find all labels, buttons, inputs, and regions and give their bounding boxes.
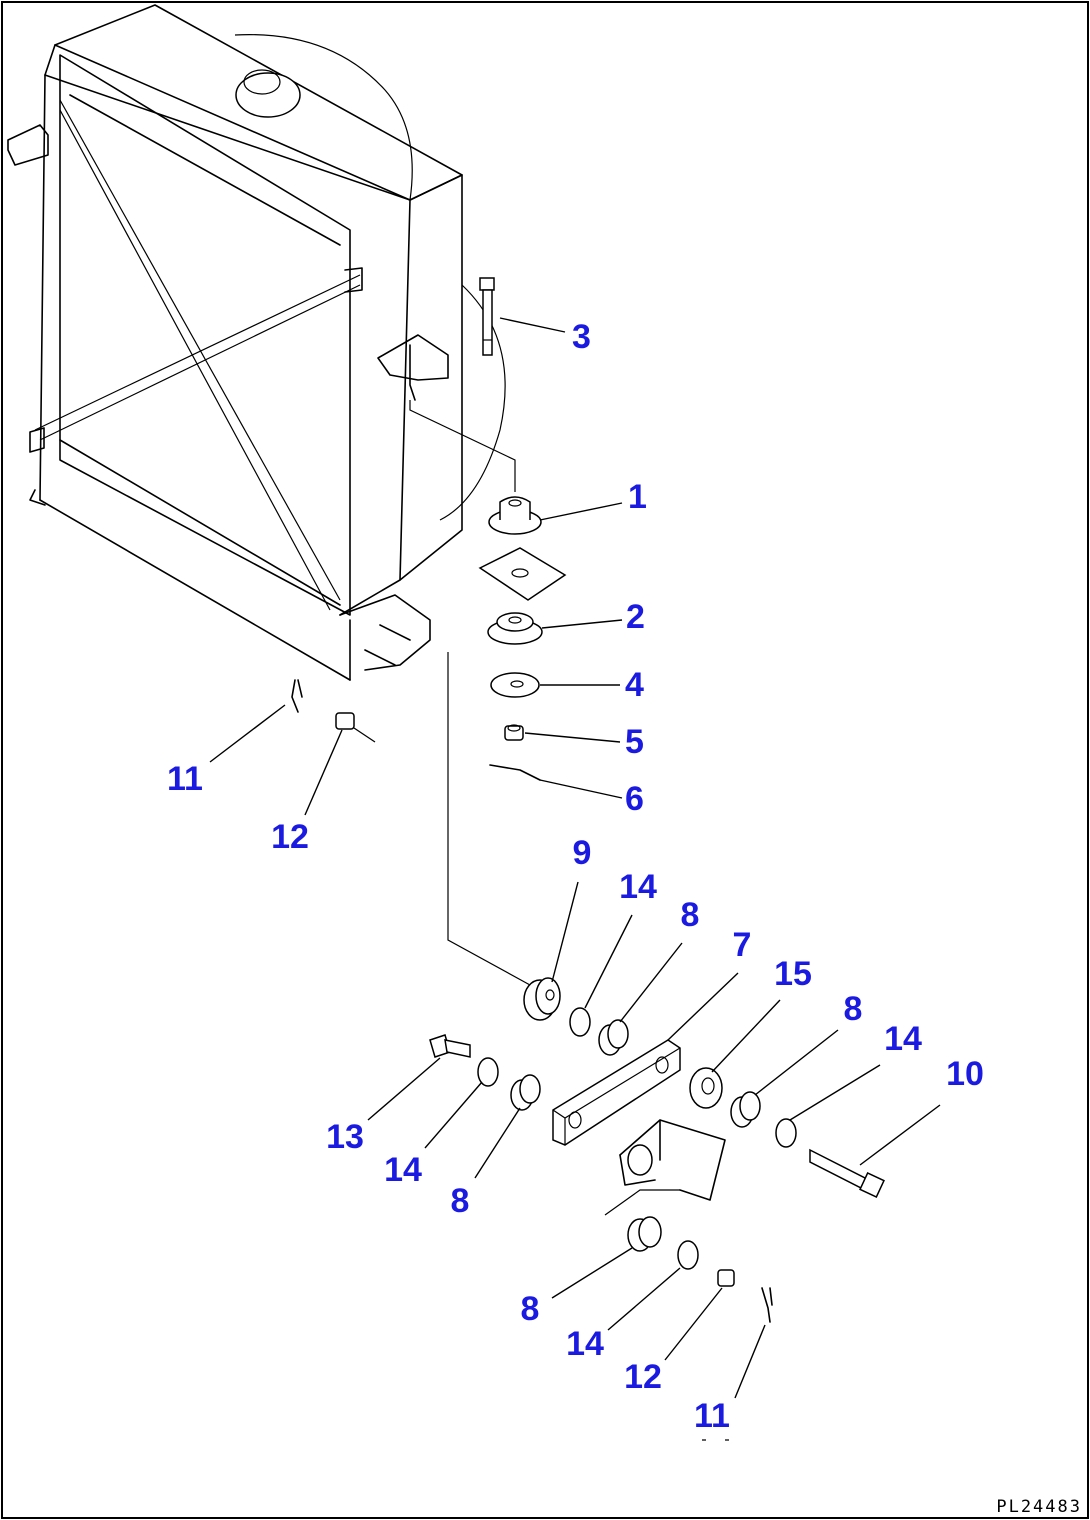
callout-label: 14 — [384, 1151, 422, 1189]
callout-label: 14 — [884, 1020, 922, 1058]
part-8-bushing-b — [730, 1091, 761, 1128]
callout-label: 8 — [451, 1182, 470, 1220]
callout-label: 7 — [733, 926, 752, 964]
part-9-cushion — [523, 977, 561, 1021]
callout-label: 14 — [566, 1325, 604, 1363]
part-8-bushing-c — [510, 1074, 541, 1111]
callout-label: 14 — [619, 868, 657, 906]
callout-numbers: 1 2 3 4 5 6 11 12 9 14 8 7 15 8 14 10 13… — [167, 318, 984, 1435]
part-10-bolt — [809, 1148, 885, 1198]
callout-label: 3 — [572, 318, 591, 356]
part-13-bolt — [429, 1034, 471, 1058]
part-12-nut-lower — [717, 1269, 735, 1287]
part-11-cotter-pin-upper — [291, 679, 303, 713]
part-6-cotter-pin — [489, 764, 541, 781]
callout-label: 11 — [167, 760, 203, 798]
radiator-assembly — [7, 4, 506, 681]
callout-label: 15 — [774, 955, 812, 993]
part-7-link — [552, 1039, 681, 1146]
callout-label: 8 — [521, 1290, 540, 1328]
callout-label: 6 — [625, 780, 644, 818]
leader-lines — [209, 317, 941, 1399]
callout-label: 9 — [573, 834, 592, 872]
callout-label: 13 — [326, 1118, 364, 1156]
filler-cap — [235, 72, 301, 118]
part-14-washer-c — [477, 1057, 499, 1087]
part-8-bushing-a — [598, 1019, 629, 1056]
callout-label: 8 — [681, 896, 700, 934]
callout-label: 1 — [628, 478, 647, 516]
callout-label: 5 — [625, 723, 644, 761]
callout-label: 2 — [626, 598, 645, 636]
part-11-cotter-pin-lower — [761, 1287, 773, 1323]
drawing-code: PL24483 — [996, 1497, 1082, 1517]
part-12-nut-upper — [335, 712, 376, 743]
part-14-washer-d — [677, 1240, 699, 1270]
callout-label: 12 — [271, 818, 309, 856]
frame-bracket — [604, 1119, 726, 1216]
part-5-nut — [504, 724, 524, 741]
callout-label: 11 — [694, 1397, 730, 1435]
part-3-bolt — [479, 277, 495, 356]
callout-label: 4 — [625, 666, 644, 704]
callout-label: 12 — [624, 1358, 662, 1396]
part-15-washer — [689, 1067, 723, 1109]
part-14-washer-a — [569, 1007, 591, 1037]
part-1-mount — [488, 496, 542, 535]
part-4-washer — [490, 672, 540, 698]
plate — [478, 547, 567, 601]
part-2-mount — [487, 612, 543, 645]
callout-label: 10 — [946, 1055, 984, 1093]
callout-label: 8 — [844, 990, 863, 1028]
part-14-washer-b — [775, 1118, 797, 1148]
part-8-bushing-d — [627, 1216, 662, 1252]
